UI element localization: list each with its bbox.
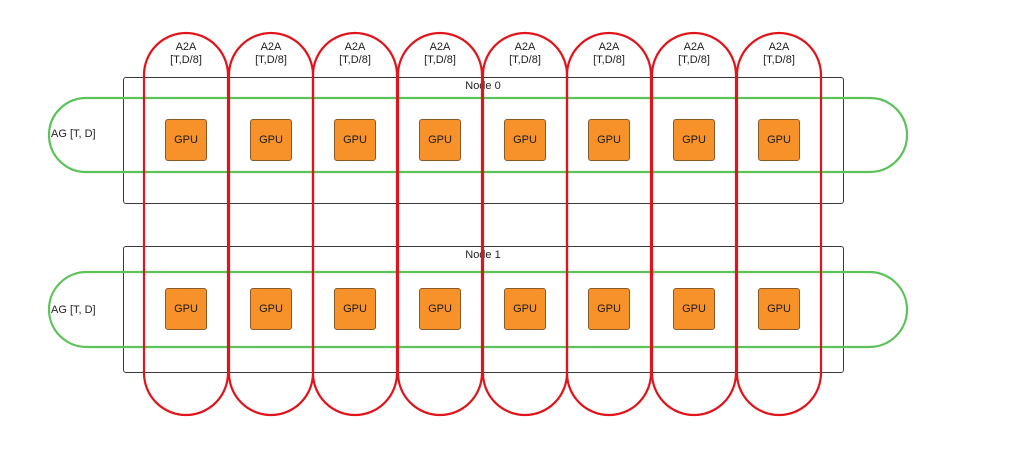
gpu-n1-4: GPU (504, 288, 546, 330)
gpu-n1-2: GPU (334, 288, 376, 330)
gpu-n0-3: GPU (419, 119, 461, 161)
gpu-n0-2: GPU (334, 119, 376, 161)
a2a-ring-2 (311, 31, 399, 417)
a2a-label-5: A2A[T,D/8] (593, 41, 625, 66)
gpu-n1-0: GPU (165, 288, 207, 330)
gpu-n0-1: GPU (250, 119, 292, 161)
ag-label-0: AG [T, D] (51, 128, 96, 140)
a2a-ring-0 (142, 31, 230, 417)
a2a-label-3: A2A[T,D/8] (424, 41, 456, 66)
a2a-label-1: A2A[T,D/8] (255, 41, 287, 66)
a2a-label-0: A2A[T,D/8] (170, 41, 202, 66)
a2a-ring-7 (735, 31, 823, 417)
a2a-label-6: A2A[T,D/8] (678, 41, 710, 66)
a2a-ring-6 (650, 31, 738, 417)
a2a-label-4: A2A[T,D/8] (509, 41, 541, 66)
ag-ring-1 (47, 270, 909, 349)
gpu-n0-6: GPU (673, 119, 715, 161)
a2a-label-7: A2A[T,D/8] (763, 41, 795, 66)
gpu-n1-6: GPU (673, 288, 715, 330)
a2a-ring-5 (565, 31, 653, 417)
ag-ring-0 (47, 96, 909, 174)
ag-label-1: AG [T, D] (51, 304, 96, 316)
gpu-n1-3: GPU (419, 288, 461, 330)
a2a-ring-4 (481, 31, 569, 417)
gpu-n0-5: GPU (588, 119, 630, 161)
a2a-ring-1 (227, 31, 315, 417)
gpu-n1-1: GPU (250, 288, 292, 330)
gpu-n1-5: GPU (588, 288, 630, 330)
gpu-n0-0: GPU (165, 119, 207, 161)
a2a-label-2: A2A[T,D/8] (339, 41, 371, 66)
gpu-n1-7: GPU (758, 288, 800, 330)
gpu-n0-7: GPU (758, 119, 800, 161)
a2a-ring-3 (396, 31, 484, 417)
gpu-n0-4: GPU (504, 119, 546, 161)
